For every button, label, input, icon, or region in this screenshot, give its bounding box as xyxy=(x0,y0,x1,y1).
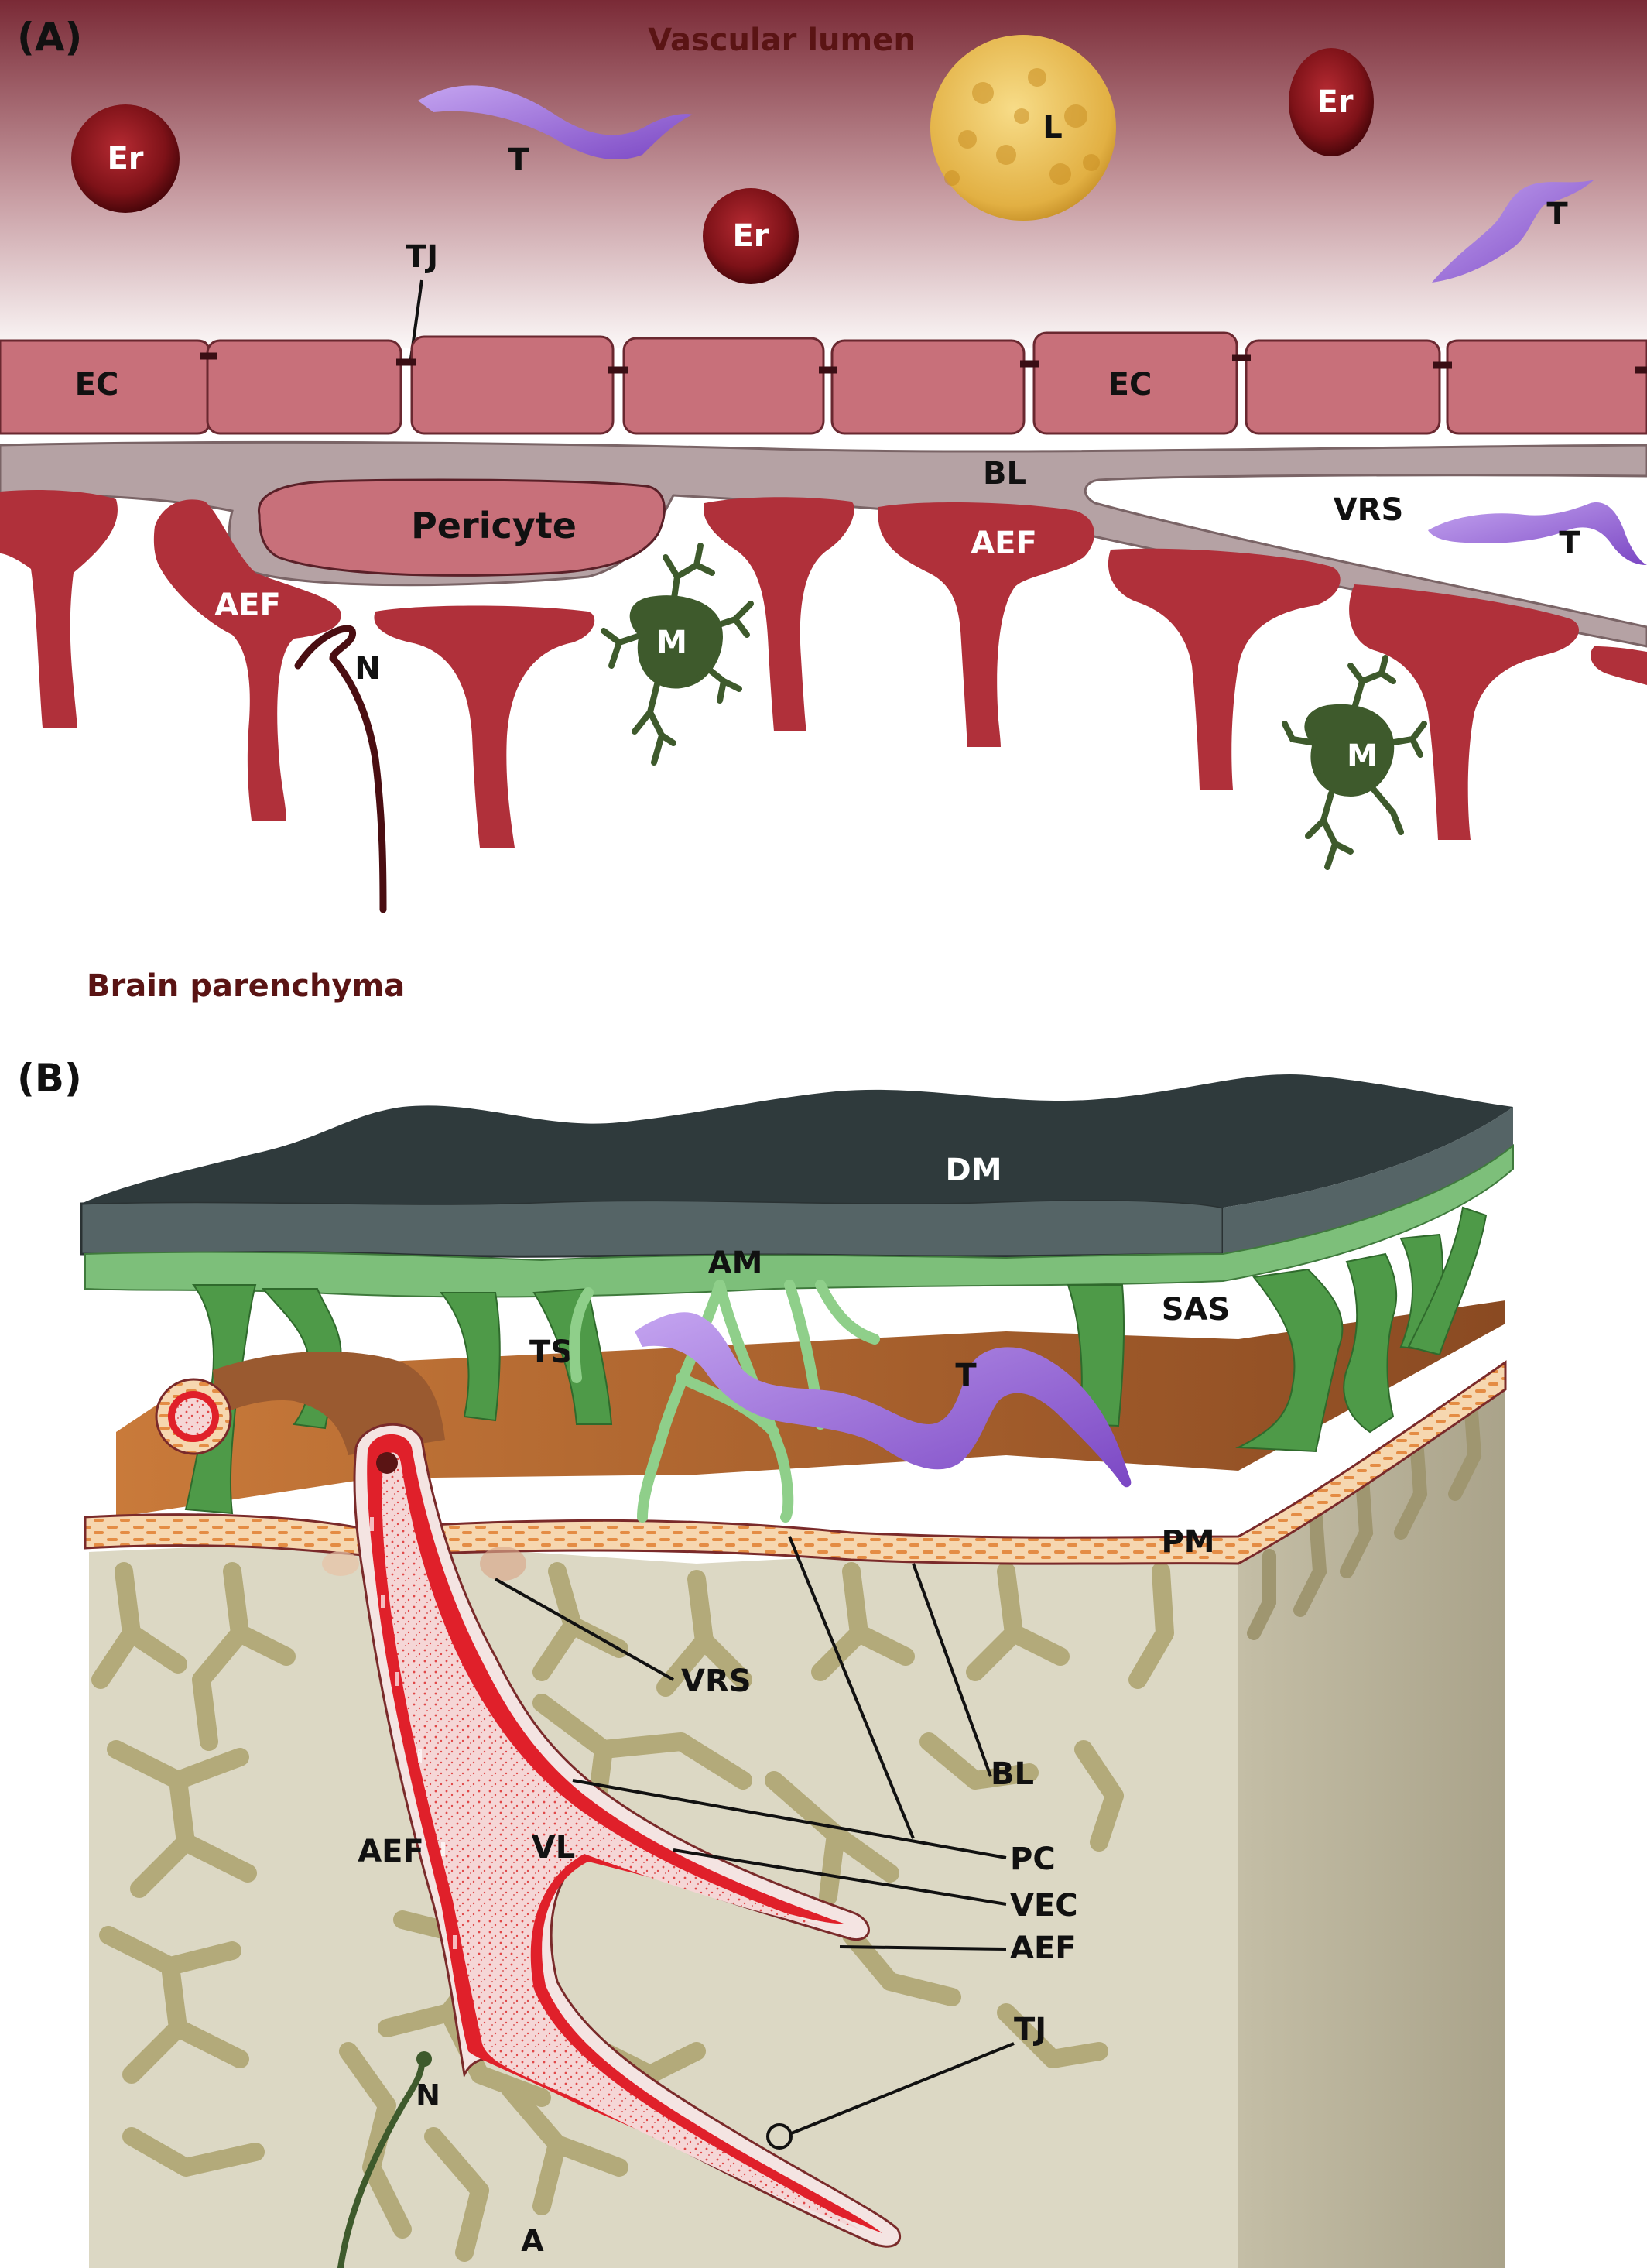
tight-junctions xyxy=(200,352,1647,374)
astrocyte-end-feet-label-b: AEF xyxy=(358,1834,424,1869)
endothelium xyxy=(0,331,1647,435)
neuron-a: N xyxy=(294,625,387,913)
erythrocyte-label: Er xyxy=(732,218,769,254)
trypanosome-label: T xyxy=(508,142,529,178)
trypanosome-label: T xyxy=(1546,197,1568,232)
astrocyte-end-feet-label: AEF xyxy=(1010,1931,1077,1966)
vascular-lumen-label: VL xyxy=(532,1830,575,1865)
microglia-1: M xyxy=(601,543,754,766)
trypanosome-lumen-2: T xyxy=(1432,180,1594,283)
erythrocyte-label: Er xyxy=(107,141,143,176)
trypanosome-label: T xyxy=(955,1358,977,1393)
neuron-label: N xyxy=(416,2078,440,2112)
tight-junction-label: TJ xyxy=(406,239,438,275)
dura-mater-label: DM xyxy=(945,1153,1002,1188)
panel-a: Er Er Er L T T TJ xyxy=(0,0,1647,1004)
endothelial-cell-label: EC xyxy=(75,367,119,403)
trypanosome-vrs: T xyxy=(1428,502,1647,565)
basal-lamina-label: BL xyxy=(983,456,1026,492)
vrs-halo xyxy=(480,1547,526,1581)
neuron-b: N xyxy=(337,2051,440,2268)
pericyte-label: PC xyxy=(1010,1841,1056,1877)
dura-mater-front xyxy=(80,1198,1224,1258)
panel-b-label: (B) xyxy=(17,1056,82,1101)
basal-lamina-label: BL xyxy=(991,1756,1034,1792)
erythrocyte-label: Er xyxy=(1317,84,1353,120)
trabecular-septa-label: TS xyxy=(529,1334,573,1370)
microglia-label: M xyxy=(656,625,687,660)
subarachnoid-space-label: SAS xyxy=(1162,1292,1231,1328)
virchow-robin-space-label: VRS xyxy=(1334,492,1404,528)
neuron-label: N xyxy=(354,651,380,687)
astrocyte-end-feet xyxy=(0,490,1647,848)
arachnoid-label: AM xyxy=(708,1245,763,1281)
pia-mater xyxy=(84,1360,1507,1565)
panel-a-label: (A) xyxy=(17,15,82,60)
erythrocyte-1: Er xyxy=(71,104,180,213)
vascular-lumen-area xyxy=(0,0,1647,348)
astrocyte-end-feet-label: AEF xyxy=(214,588,281,623)
tight-junction-marker xyxy=(766,2123,793,2150)
erythrocyte-2: Er xyxy=(703,188,799,284)
arachnoid-mater xyxy=(84,1143,1514,1298)
region-vascular-lumen: Vascular lumen xyxy=(648,22,916,58)
microglia-label: M xyxy=(1347,738,1378,774)
astrocyte-processes-side xyxy=(1247,1394,1482,1640)
panel-b: (B) xyxy=(17,1056,1514,2268)
trypanosome-lumen-1: T xyxy=(418,85,693,178)
virchow-robin-space-label: VRS xyxy=(681,1663,752,1699)
pericyte: Pericyte xyxy=(258,478,666,577)
vrs-halo xyxy=(322,1551,359,1576)
leukocyte-label: L xyxy=(1043,110,1063,146)
tight-junction-label: TJ xyxy=(1014,2012,1046,2047)
astrocyte-end-feet-label: AEF xyxy=(971,526,1037,561)
penetrating-vessel: VL xyxy=(353,1423,901,2248)
vascular-endothelial-cell-label: VEC xyxy=(1010,1888,1078,1924)
trypanosome-sas: T xyxy=(635,1312,1132,1488)
pia-mater-label: PM xyxy=(1161,1524,1214,1560)
erythrocyte-3: Er xyxy=(1289,48,1374,156)
region-brain-parenchyma: Brain parenchyma xyxy=(87,968,405,1004)
astrocyte-label: A xyxy=(521,2224,544,2258)
pericyte-label: Pericyte xyxy=(411,505,577,546)
leukocyte: L xyxy=(930,35,1116,221)
trypanosome-label: T xyxy=(1559,526,1580,561)
bridging-vessel-cross-section xyxy=(155,1378,232,1455)
dura-mater-top xyxy=(81,1074,1513,1208)
dura-mater-side xyxy=(1223,1107,1513,1254)
microglia-2: M xyxy=(1282,655,1427,870)
leader-lines xyxy=(495,1536,1015,2136)
endothelial-cell-label: EC xyxy=(1108,367,1152,403)
parenchyma-side xyxy=(1238,1362,1505,2268)
